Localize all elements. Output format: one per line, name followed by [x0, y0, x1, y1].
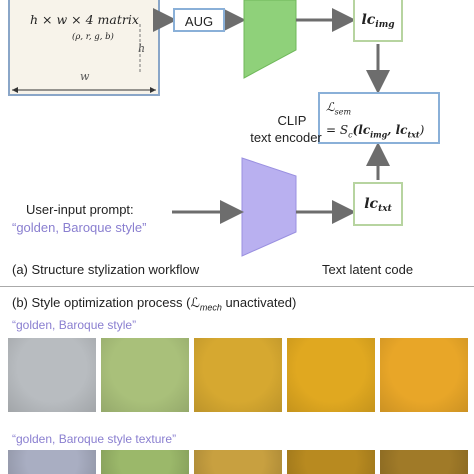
prompt-label: User-input prompt:: [26, 202, 134, 217]
matrix-dimension-lines: [12, 24, 156, 93]
matrix-subtitle: (ρ, r, g, b): [72, 32, 114, 42]
style-swatch: [8, 338, 96, 412]
lc-img-box: lcimg: [353, 0, 403, 42]
matrix-h-label: h: [138, 42, 146, 55]
style-swatch: [287, 450, 375, 474]
matrix-width-arrow-left: [12, 87, 18, 93]
section-b-caption: (b) Style optimization process (ℒmech un…: [12, 295, 297, 313]
input-matrix-box: [8, 0, 160, 96]
lc-img-main: lc: [361, 12, 376, 28]
clip-sublabel: text encoder: [250, 130, 322, 145]
style-swatch: [8, 450, 96, 474]
style-swatch: [101, 338, 189, 412]
section-a-caption: (a) Structure stylization workflow: [12, 262, 200, 277]
row1-prompt-label: “golden, Baroque style”: [12, 318, 137, 332]
style-swatch: [101, 450, 189, 474]
sem-loss-line1: ℒsem: [326, 100, 352, 117]
row2-prompt-label: “golden, Baroque style texture”: [12, 432, 177, 446]
section-divider: [0, 286, 474, 287]
matrix-width-arrow-right: [150, 87, 156, 93]
style-swatch: [287, 338, 375, 412]
clip-label: CLIP: [277, 113, 307, 128]
matrix-w-label: w: [80, 70, 90, 83]
prompt-text: “golden, Baroque style”: [12, 220, 147, 235]
semantic-loss-box: ℒsem = Sc(lcimg, lctxt): [318, 92, 440, 144]
lc-img-sub: img: [375, 20, 395, 30]
lc-txt-sub: txt: [378, 204, 392, 214]
latent-code-label: Text latent code: [322, 262, 414, 277]
style-swatch: [194, 338, 282, 412]
style-swatch: [380, 338, 468, 412]
sem-loss-line2: = Sc(lcimg, lctxt): [326, 123, 425, 140]
matrix-title: h × w × 4 matrix: [30, 12, 139, 27]
aug-box: AUG: [173, 8, 225, 32]
image-encoder-shape: [243, 0, 297, 79]
lc-txt-box: lctxt: [353, 182, 403, 226]
style-swatch: [380, 450, 468, 474]
lc-txt-main: lc: [364, 196, 379, 212]
style-swatch: [194, 450, 282, 474]
workflow-connectors: [153, 0, 390, 257]
text-encoder-shape: [241, 157, 297, 257]
